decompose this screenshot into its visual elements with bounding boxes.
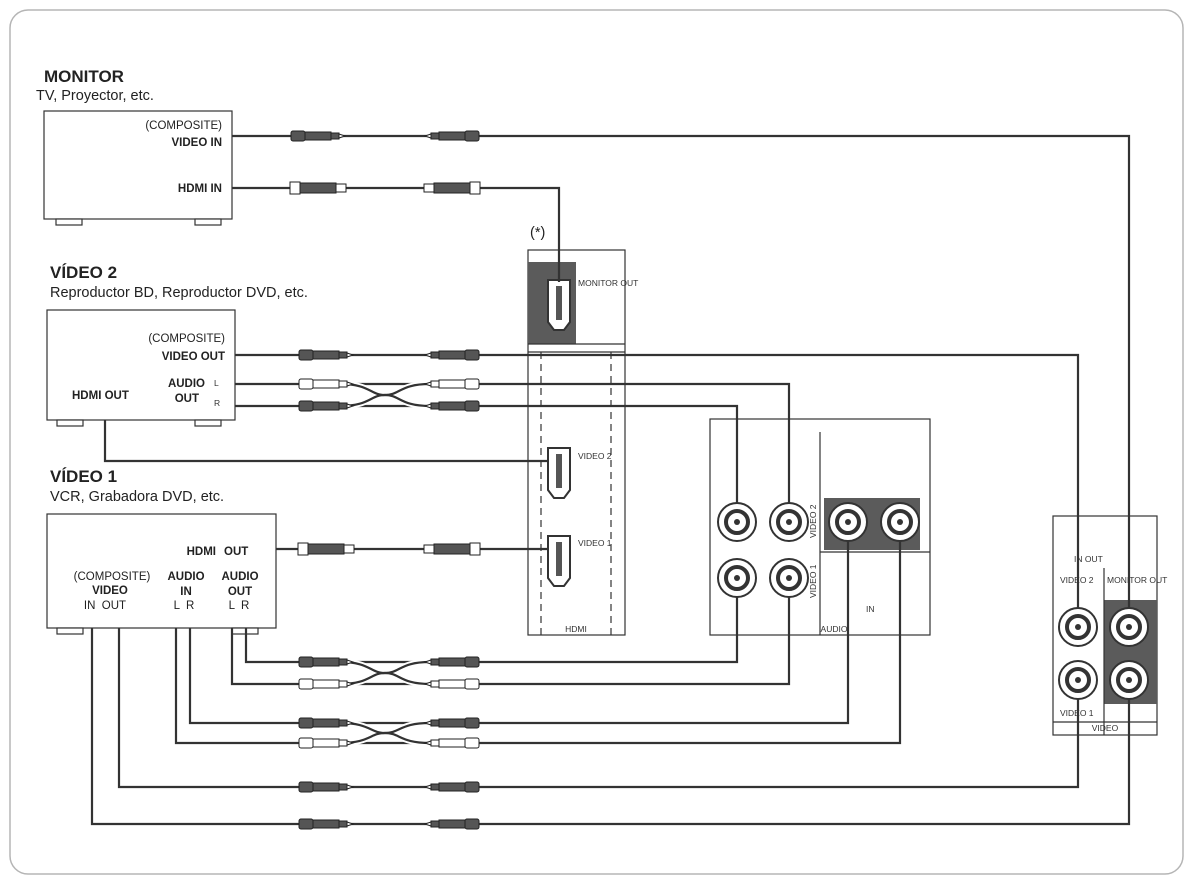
audio-video1-r-jack [716,557,758,599]
video-in-out-label: IN OUT [1074,554,1103,564]
video1-audio-in-sub: IN [180,586,192,598]
video-video1-jack [1057,659,1099,701]
monitor-device [43,110,233,220]
plug-video1-hdmi-left [297,542,355,556]
plug-video2-composite-left [298,349,354,361]
video1-hdmi-out-label: OUT [224,546,248,558]
hdmi-monitor-out-label: MONITOR OUT [578,278,638,288]
cable-video1-composite-out [117,628,1080,789]
video1-lr-in-label: L R [174,600,195,612]
video1-audio-out-sub: OUT [228,586,252,598]
video2-hdmi-out-label: HDMI OUT [72,390,129,402]
cable-video1-audio-out-r [244,597,739,664]
receiver-note-label: (*) [530,225,545,241]
video-monitor-out-jack [1108,606,1150,648]
video1-hdmi-label: HDMI [187,546,216,558]
video2-video-out-label: VIDEO OUT [162,351,225,363]
plug-video2-audio-l-right [424,378,480,390]
audio-video1-l-jack [768,557,810,599]
video2-composite-label: (COMPOSITE) [148,333,225,345]
plug-monitor-hdmi-left [289,181,347,195]
audio-video2-l-jack [768,501,810,543]
cable-video1-audio-in-l [174,541,902,745]
video-panel-label: VIDEO [1092,723,1119,733]
hdmi-monitor-out-jack [547,279,571,331]
plug-video1-audio-in-l-right [424,737,480,749]
video2-r-label: R [214,398,220,408]
video2-foot-right [194,419,222,427]
video2-audio-label: AUDIO [168,378,205,390]
hdmi-video2-jack [547,447,571,499]
plug-video1-audio-in-r-right [424,717,480,729]
plug-video1-audio-out-l-right [424,678,480,690]
cable-video2-composite [235,353,1080,608]
audio-video1-label: VIDEO 1 [808,564,818,598]
cable-video2-audio-r [235,404,739,503]
video1-lr-out-label: L R [229,600,250,612]
video1-audio-out-label: AUDIO [221,571,258,583]
monitor-title: MONITOR [44,67,124,86]
monitor-foot-right [194,218,222,226]
plug-video1-composite-out-right [424,781,480,793]
cable-video1-audio-out-l [230,597,791,686]
cable-video2-hdmi [103,420,548,463]
plug-video2-audio-r-left [298,400,354,412]
video1-title: VÍDEO 1 [50,467,117,486]
video-vid-label: V I D [1112,708,1131,718]
plug-monitor-composite-right [424,130,480,142]
cable-video1-audio-in-r [188,541,850,725]
monitor-video-in-label: VIDEO IN [172,137,222,149]
video2-device [46,309,236,421]
video1-audio-in-label: AUDIO [167,571,204,583]
cable-monitor-composite [232,134,1131,608]
plug-monitor-hdmi-right [423,181,481,195]
hdmi-video1-label: VIDEO 1 [578,538,612,548]
audio-in-r-jack [827,501,869,543]
video2-l-label: L [214,378,219,388]
audio-in-label: IN [866,604,875,614]
hdmi-video1-jack [547,535,571,587]
plug-video2-composite-right [424,349,480,361]
video1-subtitle: VCR, Grabadora DVD, etc. [50,489,224,505]
audio-in-l-jack [879,501,921,543]
plug-video1-audio-in-r-left [298,717,354,729]
video2-subtitle: Reproductor BD, Reproductor DVD, etc. [50,285,308,301]
video-video2-jack [1057,606,1099,648]
cable-video1-composite-in [90,628,1131,826]
monitor-foot-left [55,218,83,226]
video1-foot-left [56,627,84,635]
video2-out-label: OUT [175,393,199,405]
video1-video-label: VIDEO [92,585,128,597]
video1-device [46,513,277,629]
audio-panel-label: AUDIO [821,624,848,634]
video-video1-out-jack [1108,659,1150,701]
plug-video1-composite-out-left [298,781,354,793]
video2-foot-left [56,419,84,427]
plug-video1-audio-out-r-right [424,656,480,668]
video2-title: VÍDEO 2 [50,263,117,282]
audio-video2-r-jack [716,501,758,543]
plug-video2-audio-l-left [298,378,354,390]
video1-composite-label: (COMPOSITE) [74,571,151,583]
hdmi-panel-label: HDMI [565,624,587,634]
plug-video2-audio-r-right [424,400,480,412]
hdmi-video2-label: VIDEO 2 [578,451,612,461]
plug-monitor-composite-left [290,130,346,142]
audio-video1-right-label: VIDEO 1 [918,512,928,546]
plug-video1-audio-out-l-left [298,678,354,690]
plug-video1-audio-in-l-left [298,737,354,749]
monitor-composite-label: (COMPOSITE) [145,120,222,132]
plug-video1-composite-in-right [424,818,480,830]
monitor-subtitle: TV, Proyector, etc. [36,88,154,104]
video1-in-out-label: IN OUT [84,600,126,612]
plug-video1-composite-in-left [298,818,354,830]
plug-video1-audio-out-r-left [298,656,354,668]
plug-video1-hdmi-right [423,542,481,556]
video-monitor-out-label: MONITOR OUT [1107,575,1167,585]
audio-video2-label: VIDEO 2 [808,504,818,538]
monitor-hdmi-in-label: HDMI IN [178,183,222,195]
